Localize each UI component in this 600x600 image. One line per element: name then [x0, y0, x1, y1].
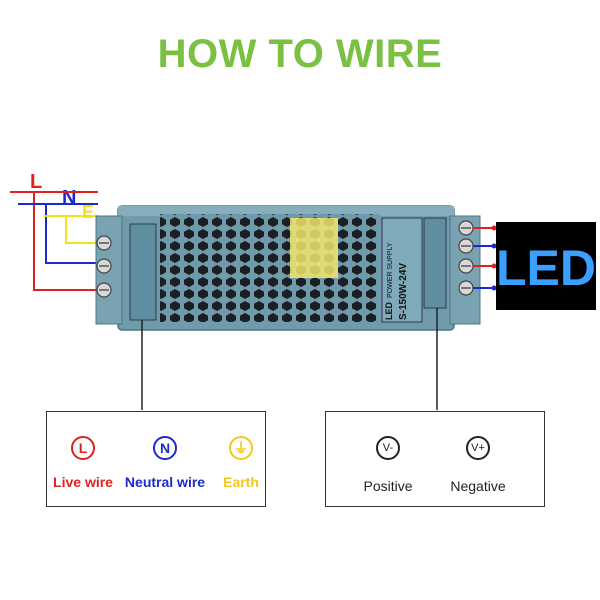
device-top-edge [118, 206, 454, 216]
device-brand: LED [384, 301, 394, 320]
legend-label: Live wire [53, 474, 113, 490]
wire-earth [44, 215, 100, 244]
legend-symbol-neutral-wire: N [153, 436, 177, 460]
terminal-screws [96, 220, 497, 298]
output-wire-dot [491, 243, 497, 249]
legend-input-box: L Live wire N Neutral wire ⏚ Earth [46, 411, 266, 507]
legend-symbol-positive: V- [376, 436, 400, 460]
left-terminal-panel [129, 223, 157, 321]
led-sign-text: LED [496, 240, 596, 296]
legend-symbol-negative: V+ [466, 436, 490, 460]
page-title: HOW TO WIRE [157, 32, 443, 76]
led-sign-background [496, 222, 596, 310]
label-plate [381, 217, 423, 323]
output-wire-dot [491, 225, 497, 231]
legend-label: Positive [363, 478, 413, 494]
legend-symbol-live-wire: L [71, 436, 95, 460]
power-supply-device: LED POWER SUPPLY S-150W-24V [95, 205, 481, 331]
input-wires [10, 191, 100, 291]
output-wire-dot [491, 285, 497, 291]
legend-label: Neutral wire [124, 474, 206, 490]
wire-label-neutral: N [62, 187, 76, 209]
yellow-capacitor [290, 218, 338, 278]
wire-label-live: L [30, 171, 42, 193]
device-model: S-150W-24V [398, 263, 409, 320]
wire-live [10, 191, 100, 291]
right-terminal-panel [423, 217, 447, 309]
legend-label: Earth [223, 474, 259, 490]
legend-label: Negative [450, 478, 506, 494]
ventilation-grille [160, 214, 380, 322]
output-wire-dot [491, 263, 497, 269]
legend-symbol-earth: ⏚ [229, 436, 253, 460]
wire-neutral [18, 203, 100, 264]
legend-output-box: V- Positive V+ Negative [325, 411, 545, 507]
device-product: POWER SUPPLY [387, 242, 394, 298]
